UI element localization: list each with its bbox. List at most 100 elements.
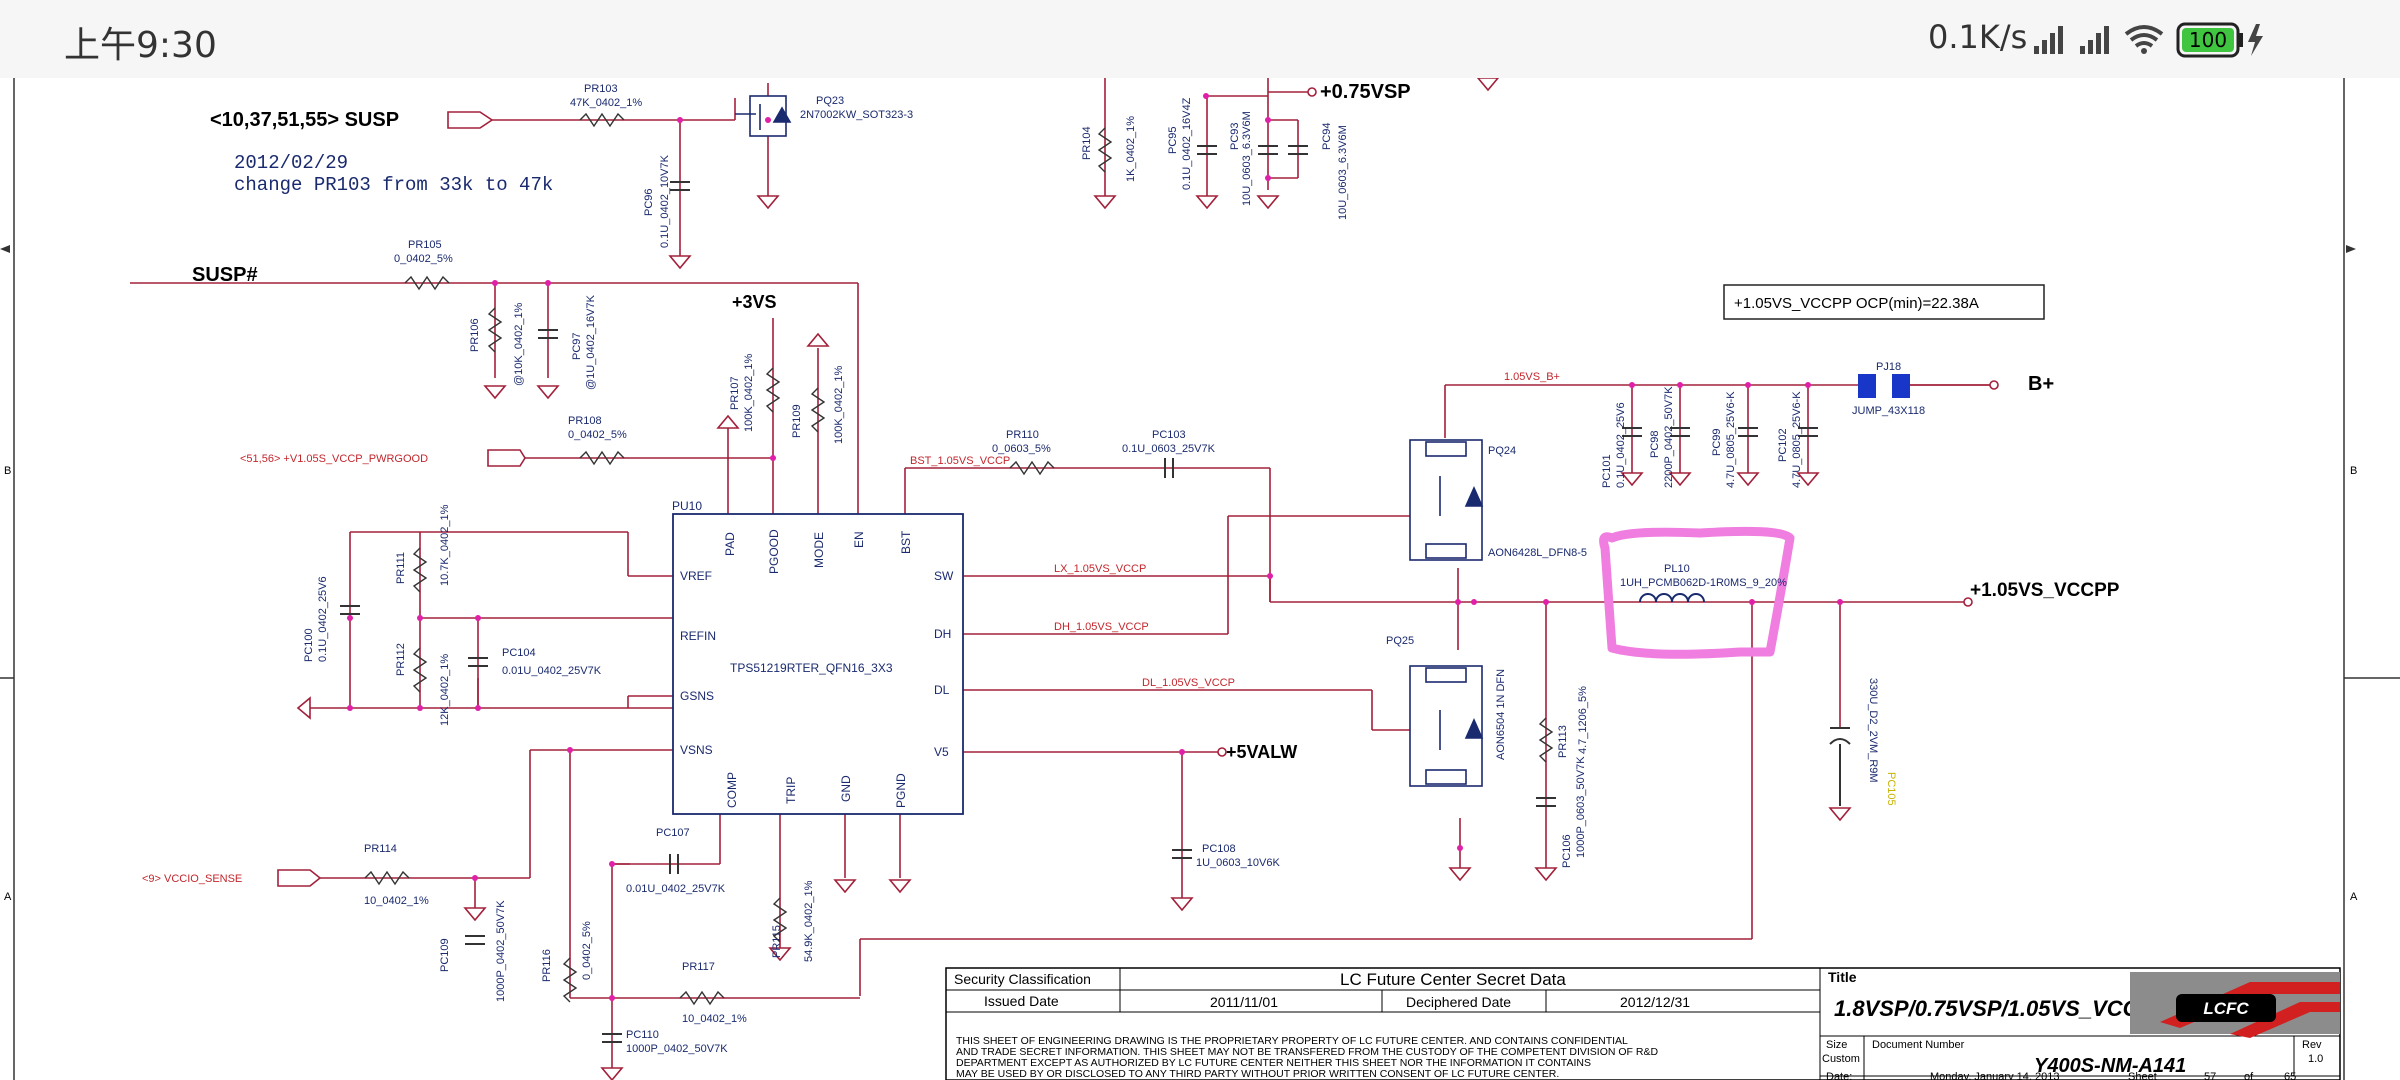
note-text: change PR103 from 33k to 47k [234,174,553,196]
ic-pin-pgood: PGOOD [767,529,781,574]
pc93-ref: PC93 [1229,122,1241,150]
pc94-symbol [1288,145,1308,155]
pr107-symbol [765,367,781,413]
pc100-val: 0.1U_0402_25V6 [317,576,329,662]
sheet-label: Sheet [2128,1071,2157,1080]
pr112-ref: PR112 [395,643,407,676]
ic-pin-mode: MODE [812,532,826,568]
pc103-symbol [1164,458,1174,478]
pc106-val: 1000P_0603_50V7K [1575,756,1587,858]
pr107-ref: PR107 [729,376,741,410]
pc109-val: 1000P_0402_50V7K [495,900,507,1002]
ground-symbols [296,78,1852,1080]
pc109-symbol [465,935,485,945]
pc94-val: 10U_0603_6.3V6M [1337,125,1349,220]
pc97-symbol [538,329,558,339]
pc107-symbol [669,854,679,874]
pc107-ref: PC107 [656,827,690,839]
pr105-symbol [404,275,450,291]
zone-b-right: B [2350,465,2357,477]
schematic-sheet[interactable]: B B A A [0,78,2400,1080]
net-3vs: +3VS [732,292,777,312]
security-label: Security Classification [954,971,1091,987]
pc96-symbol [670,181,690,191]
pc103-ref: PC103 [1152,429,1186,441]
charging-icon [2248,24,2263,56]
pq23-mosfet [735,95,792,137]
pq25-mosfet [1409,665,1484,787]
ic-ref: PU10 [672,499,702,513]
pc102-val: 4.7U_0805_25V6-K [1791,391,1803,488]
pc97-ref: PC97 [571,332,583,360]
ic-pin-dl: DL [934,683,950,697]
pr111-symbol [412,547,428,593]
pr113-val: 4.7_1206_5% [1577,686,1589,754]
pc101-val: 0.1U_0402_25V6 [1615,402,1627,488]
sheet-num: 57 [2204,1071,2216,1080]
net-pwrgood: <51,56> +V1.05S_VCCP_PWRGOOD [240,453,428,465]
ic-pin-vsns: VSNS [680,743,713,757]
pc110-ref: PC110 [626,1029,659,1041]
pr116-symbol [562,957,578,1003]
pc93-val: 10U_0603_6.3V6M [1241,111,1253,206]
pr116-val: 0_0402_5% [581,921,593,980]
battery-level: 100 [2189,28,2227,52]
pc106-symbol [1536,797,1556,807]
pc108-ref: PC108 [1202,843,1236,855]
disclaimer-line-4: MAY BE USED BY OR DISCLOSED TO ANY THIRD… [956,1068,1559,1080]
size-value: Custom [1822,1053,1860,1065]
zone-a-left: A [4,891,12,903]
issued-date: 2011/11/01 [1210,994,1278,1010]
net-flags [277,87,1973,887]
pr104-val: 1K_0402_1% [1125,116,1137,182]
pj18-jumper [1858,374,1999,398]
pc109-ref: PC109 [439,938,451,972]
pc102-symbol [1798,427,1818,437]
sheet-total: 65 [2284,1071,2296,1080]
pl10-val: 1UH_PCMB062D-1R0MS_9_20% [1620,577,1787,589]
ic-pin-pgnd: PGND [894,773,908,808]
zone-a-right: A [2350,891,2358,903]
disclaimer-line-2: AND TRADE SECRET INFORMATION. THIS SHEET… [956,1046,1658,1058]
pr104-ref: PR104 [1081,126,1093,160]
pq25-val: AON6504 1N DFN [1495,669,1507,760]
pr117-val: 10_0402_1% [682,1013,747,1025]
pr113-ref: PR113 [1557,725,1569,758]
title-block [945,967,2341,1080]
pr106-symbol [487,307,503,353]
pr108-val: 0_0402_5% [568,429,627,441]
pc94-ref: PC94 [1321,122,1333,150]
pr110-ref: PR110 [1006,429,1039,441]
status-icons: 100 [2034,22,2263,58]
pr114-symbol [364,870,410,886]
pc108-val: 1U_0603_10V6K [1196,857,1280,869]
pr114-ref: PR114 [364,843,397,855]
ic-pin-en: EN [852,531,866,548]
of-label: of [2244,1071,2254,1080]
pr112-symbol [412,647,428,693]
pr106-ref: PR106 [469,318,481,352]
pr105-ref: PR105 [408,239,442,251]
pc105-ref: PC105 [1885,772,1897,806]
pr112-val: 12K_0402_1% [439,654,451,726]
battery-icon: 100 [2176,22,2243,58]
title-value: 1.8VSP/0.75VSP/1.05VS_VCCP [1834,996,2154,1021]
net-susp-n: SUSP# [192,264,258,286]
pr103-symbol [579,112,625,128]
pc101-ref: PC101 [1601,454,1613,488]
ic-part: TPS51219RTER_QFN16_3X3 [730,661,893,675]
logo-text: LCFC [2203,999,2249,1018]
docnum-label: Document Number [1872,1039,1965,1051]
ic-pin-comp: COMP [725,772,739,808]
deciphered-date: 2012/12/31 [1620,994,1690,1010]
pc106-ref: PC106 [1561,834,1573,868]
net-bplus: B+ [2028,373,2054,395]
pq24-mosfet [1409,439,1484,561]
disclaimer-line-3: DEPARTMENT EXCEPT AS AUTHORIZED BY LC FU… [956,1057,1591,1069]
pc100-ref: PC100 [303,628,315,662]
pq23-ref: PQ23 [816,95,844,107]
pr114-val: 10_0402_1% [364,895,429,907]
pr109-val: 100K_0402_1% [833,365,845,444]
pc110-val: 1000P_0402_50V7K [626,1043,728,1055]
pr117-ref: PR117 [682,961,715,973]
